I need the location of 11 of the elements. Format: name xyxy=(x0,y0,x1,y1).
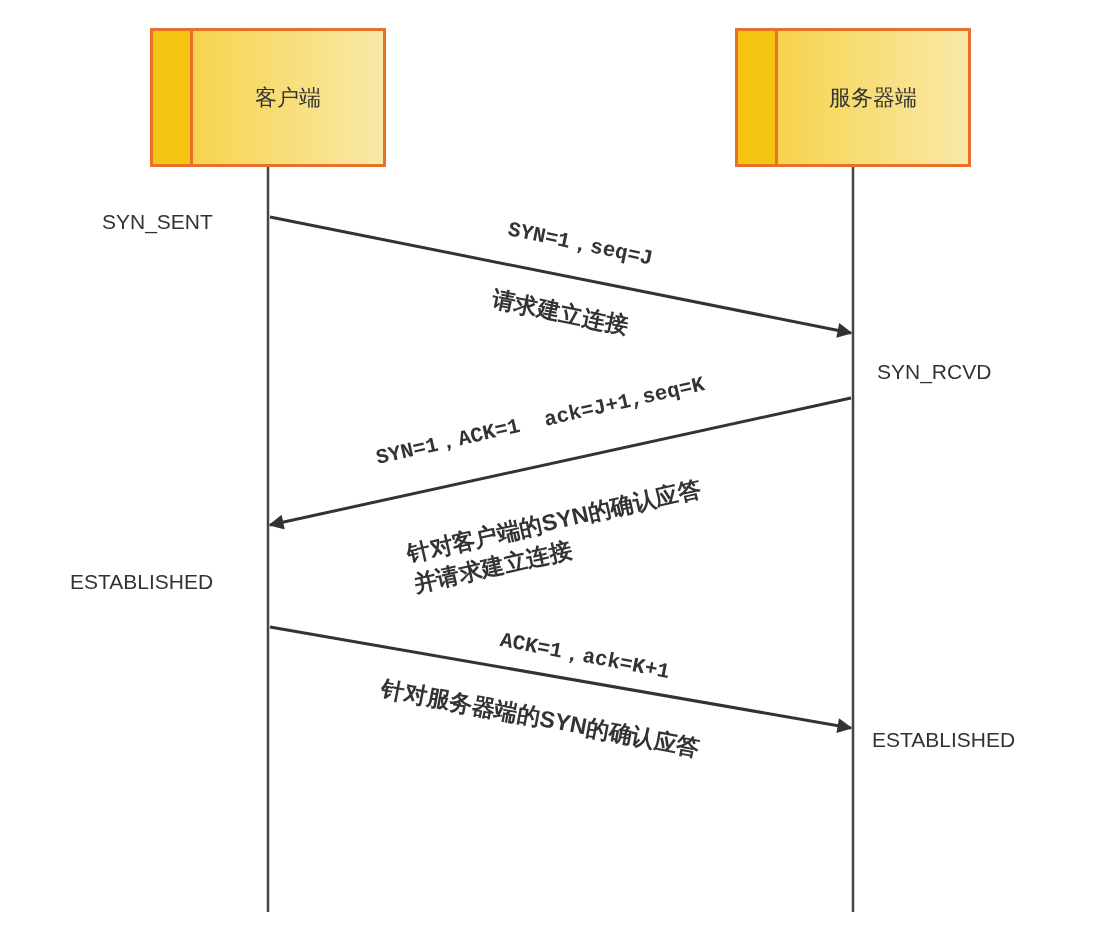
message-arrow xyxy=(268,396,852,530)
state-label: ESTABLISHED xyxy=(872,728,1016,752)
participant-box: 客户端 xyxy=(150,28,386,167)
state-label: SYN_RCVD xyxy=(877,360,992,384)
participant-box: 服务器端 xyxy=(735,28,971,167)
message-note: 针对客户端的SYN的确认应答并请求建立连接 xyxy=(404,474,705,600)
message-arrow xyxy=(269,215,853,338)
state-label: SYN_SENT xyxy=(102,210,213,234)
state-label: ESTABLISHED xyxy=(70,570,214,594)
message-arrow xyxy=(269,625,853,734)
message-note: 请求建立连接 xyxy=(489,283,631,341)
